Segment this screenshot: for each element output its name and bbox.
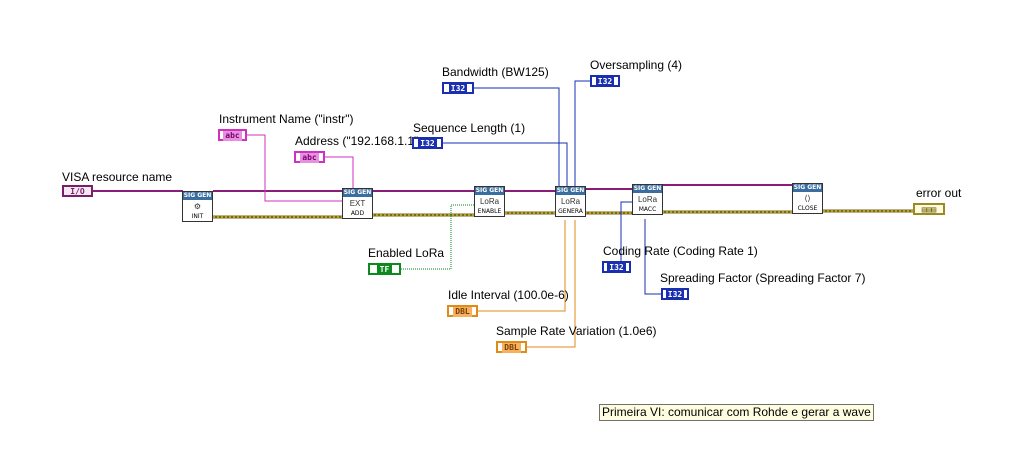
oversampling-terminal[interactable]: I32	[590, 75, 620, 87]
coding-rate-terminal[interactable]: I32	[602, 261, 631, 273]
sequence-length-label: Sequence Length (1)	[413, 121, 526, 135]
visa-wire	[93, 184, 793, 192]
sequence-length-wire	[443, 142, 568, 192]
coding-rate-label: Coding Rate (Coding Rate 1)	[603, 244, 758, 258]
bandwidth-label: Bandwidth (BW125)	[442, 65, 549, 79]
bandwidth-wire	[474, 87, 560, 192]
sample-rate-wire	[527, 220, 576, 348]
instrument-name-wire	[247, 134, 342, 202]
siggen-enable-vi[interactable]: SIG GEN LoRa ENABLE	[474, 186, 505, 217]
spreading-factor-terminal[interactable]: I32	[661, 288, 689, 300]
instrument-name-terminal[interactable]: abc	[218, 129, 247, 141]
siggen-add-vi[interactable]: SIG GEN EXT ADD	[342, 188, 373, 219]
oversampling-label: Oversampling (4)	[590, 58, 683, 72]
enabled-lora-label: Enabled LoRa	[368, 246, 445, 260]
genera-glyph-icon: LoRa	[560, 197, 581, 206]
spreading-factor-wire	[644, 219, 661, 295]
instrument-name-label: Instrument Name ("instr")	[219, 112, 354, 126]
oversampling-wire	[574, 80, 590, 192]
siggen-genera-vi[interactable]: SIG GEN LoRa GENERA	[555, 186, 586, 217]
macc-glyph-icon: LoRa	[637, 195, 658, 204]
address-terminal[interactable]: abc	[294, 151, 325, 163]
idle-interval-terminal[interactable]: DBL	[447, 305, 478, 317]
siggen-init-vi[interactable]: SIG GEN ⚙ INIT	[182, 191, 213, 222]
address-wire	[325, 156, 354, 190]
siggen-macc-vi[interactable]: SIG GEN LoRa MACC	[632, 184, 663, 215]
error-out-terminal[interactable]: ▤▤▤	[913, 203, 945, 215]
sample-rate-variation-terminal[interactable]: DBL	[496, 341, 527, 353]
comment-label: Primeira VI: comunicar com Rohde e gerar…	[599, 404, 874, 421]
error-out-label: error out	[916, 186, 962, 200]
enabled-lora-wire	[401, 204, 475, 270]
enable-glyph-icon: LoRa	[479, 197, 500, 206]
init-glyph-icon: ⚙	[193, 202, 202, 211]
visa-label: VISA resource name	[62, 170, 173, 184]
bandwidth-terminal[interactable]: I32	[442, 82, 474, 94]
add-glyph-icon: EXT	[349, 199, 366, 208]
spreading-factor-label: Spreading Factor (Spreading Factor 7)	[660, 271, 866, 285]
sample-rate-variation-label: Sample Rate Variation (1.0e6)	[496, 324, 657, 338]
idle-interval-label: Idle Interval (100.0e-6)	[448, 288, 569, 302]
close-glyph-icon: ⟨⟩	[804, 194, 811, 203]
enabled-lora-terminal[interactable]: TF	[368, 263, 401, 275]
visa-resource-terminal[interactable]: I/O	[62, 185, 93, 197]
idle-interval-wire	[478, 220, 566, 312]
siggen-close-vi[interactable]: SIG GEN ⟨⟩ CLOSE	[792, 183, 823, 214]
sequence-length-terminal[interactable]: I32	[412, 137, 443, 149]
address-label: Address ("192.168.1.1"	[295, 134, 419, 148]
